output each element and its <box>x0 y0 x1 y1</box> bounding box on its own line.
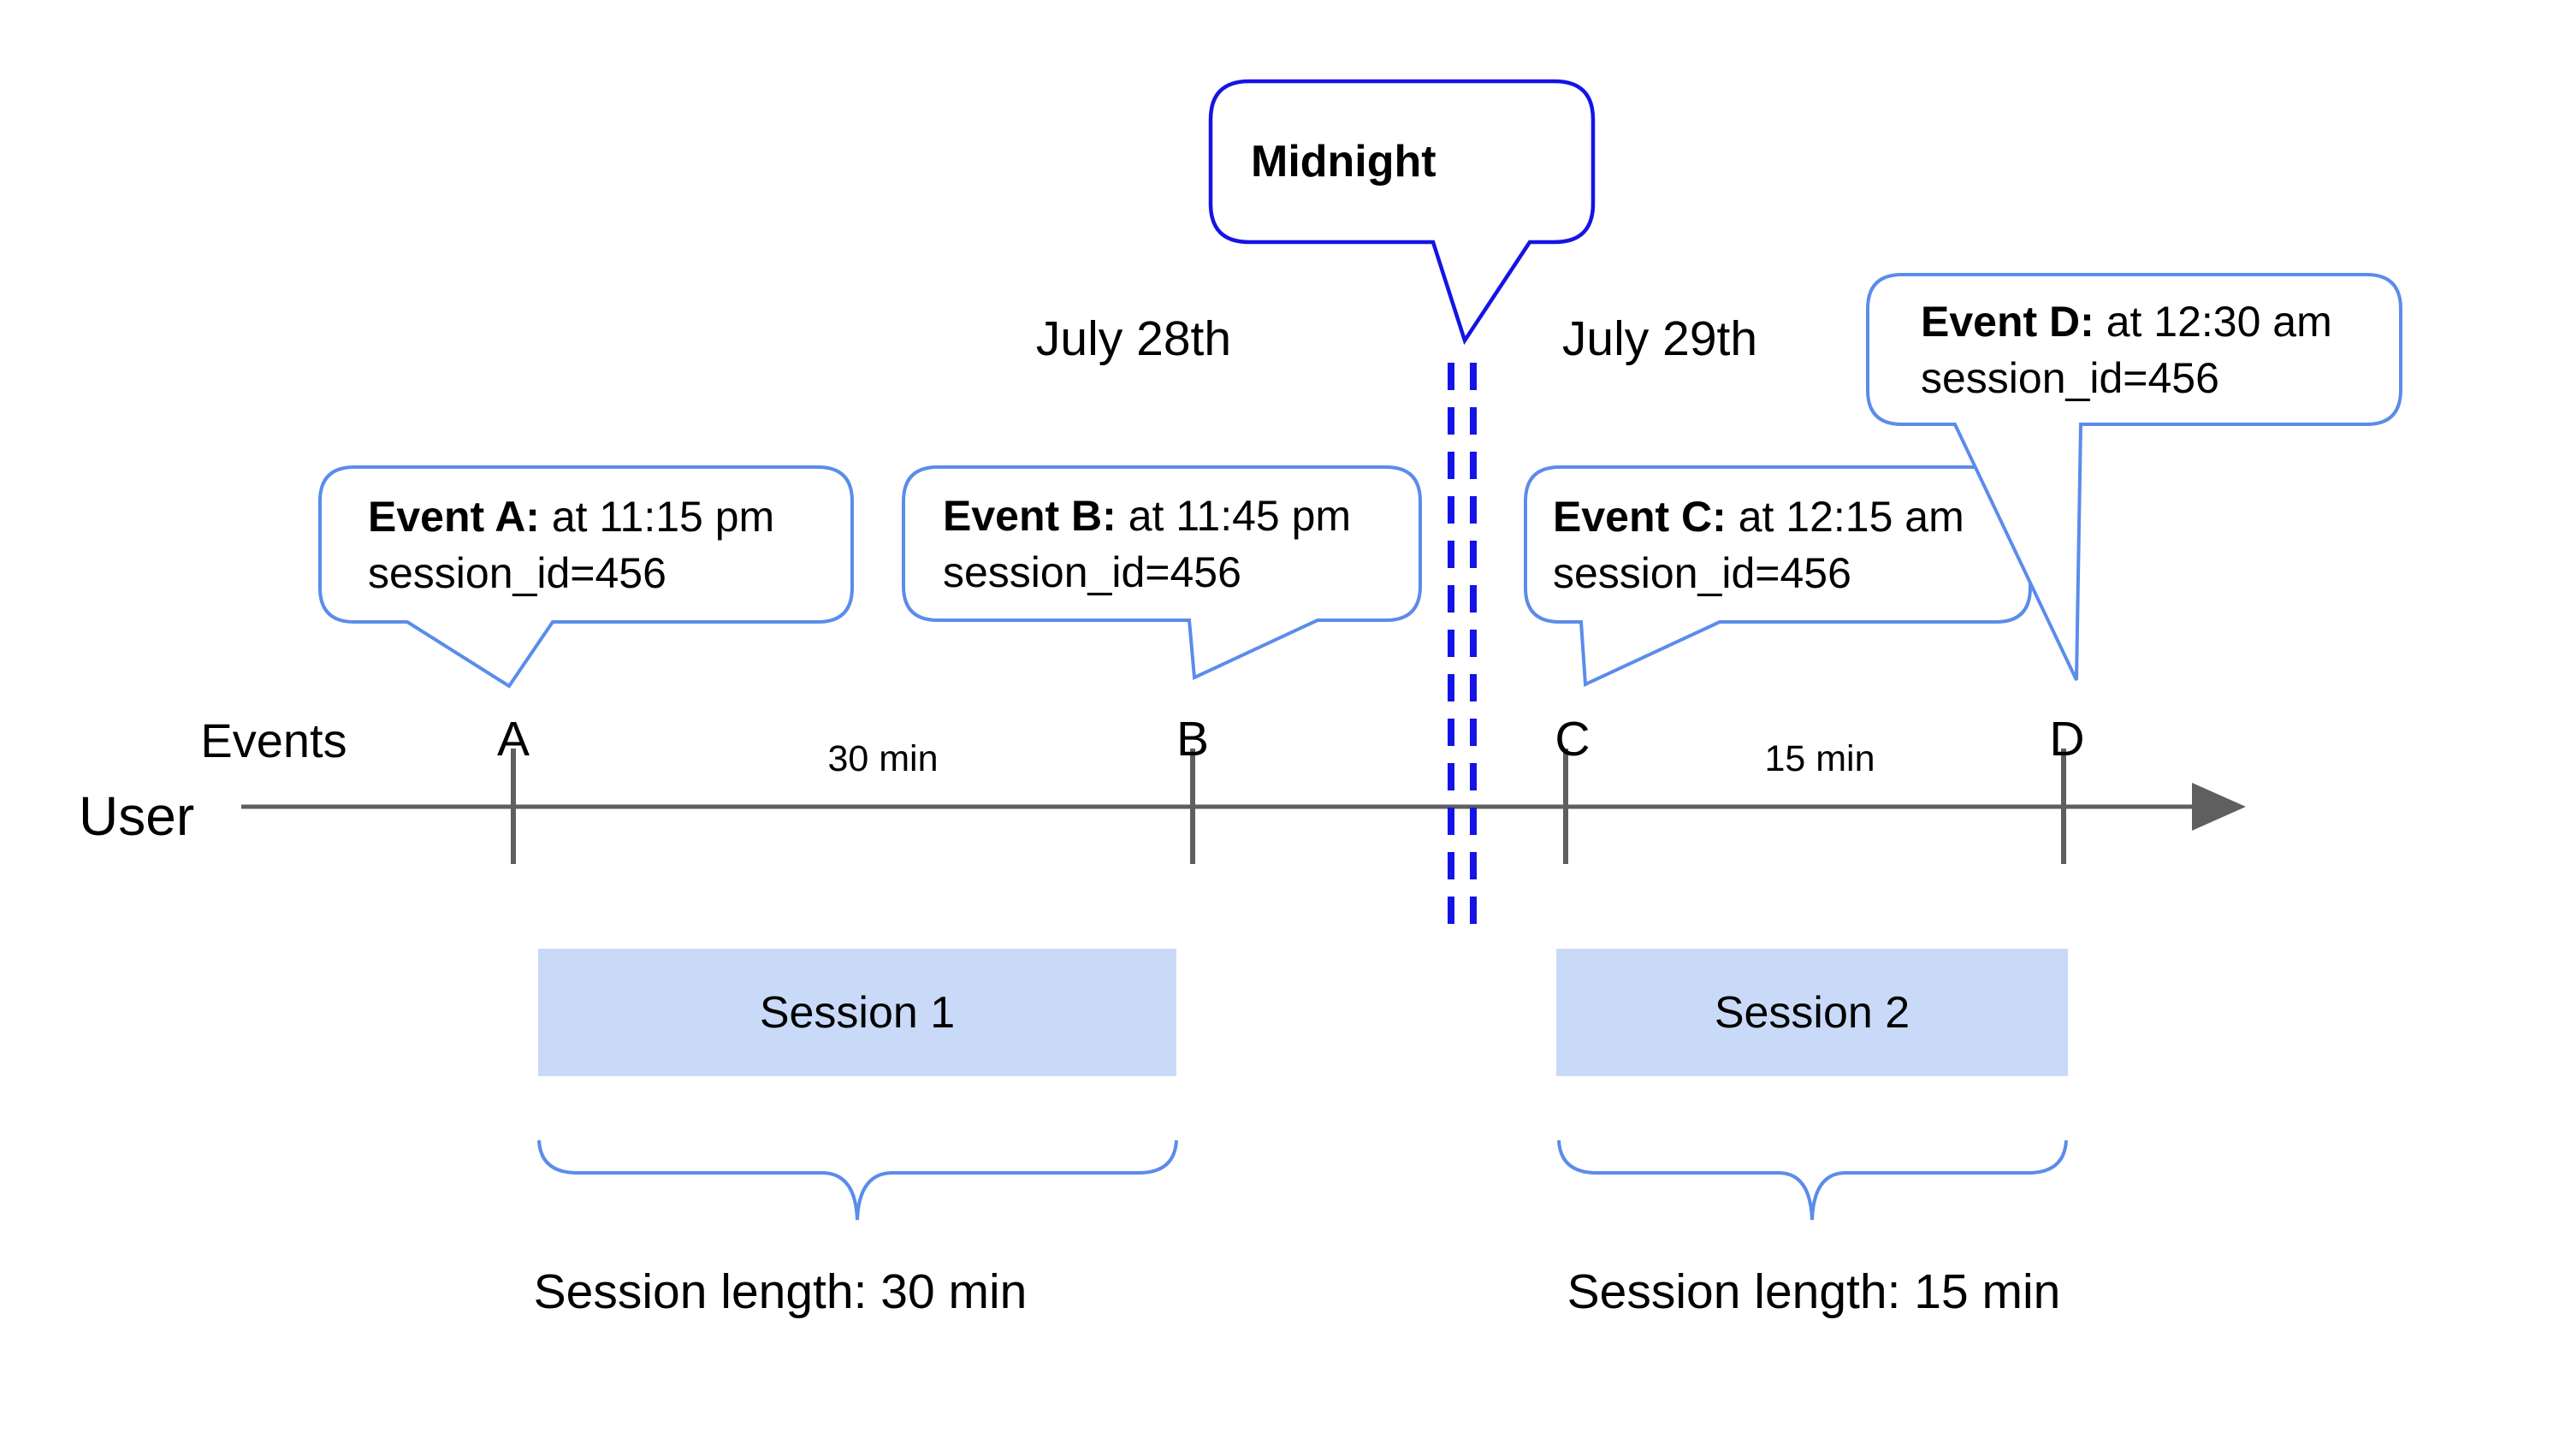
event-c-session-id: session_id=456 <box>1553 548 1851 597</box>
tick-label-c: C <box>1555 712 1590 766</box>
event-a-callout-text: Event A: at 11:15 pm session_id=456 <box>320 467 852 622</box>
date-label-july-29: July 29th <box>1561 311 1758 366</box>
session2-label: Session 2 <box>1714 987 1910 1038</box>
event-b-session-id: session_id=456 <box>943 547 1241 596</box>
midnight-callout-label: Midnight <box>1251 137 1436 186</box>
event-a-time: at 11:15 pm <box>539 492 775 541</box>
event-a-callout-bubble <box>318 465 854 689</box>
tick-label-a: A <box>496 712 530 766</box>
session2-length-label: Session length: 15 min <box>1567 1264 2061 1319</box>
event-a-line1: Event A: at 11:15 pm <box>368 488 852 545</box>
event-b-title: Event B: <box>943 491 1117 540</box>
user-row-label: User <box>79 785 195 847</box>
session1-length-label: Session length: 30 min <box>533 1264 1028 1319</box>
event-c-line1: Event C: at 12:15 am <box>1553 488 2030 545</box>
session1-label: Session 1 <box>759 987 956 1038</box>
midnight-callout-bubble <box>1208 79 1596 346</box>
event-d-line1: Event D: at 12:30 am <box>1921 293 2401 350</box>
event-b-time: at 11:45 pm <box>1116 491 1352 540</box>
event-d-session-id: session_id=456 <box>1921 353 2219 402</box>
tick-label-d: D <box>2049 712 2085 766</box>
event-b-line1: Event B: at 11:45 pm <box>943 488 1420 544</box>
event-c-title: Event C: <box>1553 492 1727 541</box>
session1-box: Session 1 <box>538 949 1176 1076</box>
event-d-callout-bubble <box>1866 273 2402 681</box>
event-d-callout-text: Event D: at 12:30 am session_id=456 <box>1868 275 2401 424</box>
event-d-time: at 12:30 am <box>2094 297 2332 346</box>
event-d-title: Event D: <box>1921 297 2094 346</box>
event-a-title: Event A: <box>368 492 540 541</box>
timeline-arrowhead-icon <box>2192 783 2246 831</box>
tick-label-b: B <box>1176 712 1210 766</box>
event-b-callout-bubble <box>902 465 1422 681</box>
session2-brace <box>1557 1139 2068 1221</box>
event-c-time: at 12:15 am <box>1726 492 1964 541</box>
session1-brace <box>537 1139 1178 1221</box>
interval-label-30min: 30 min <box>827 738 939 779</box>
event-c-callout-text: Event C: at 12:15 am session_id=456 <box>1525 467 2030 622</box>
event-a-session-id: session_id=456 <box>368 548 666 597</box>
session2-box: Session 2 <box>1556 949 2068 1076</box>
events-row-label: Events <box>200 713 347 767</box>
event-b-callout-text: Event B: at 11:45 pm session_id=456 <box>903 467 1420 620</box>
date-label-july-28: July 28th <box>1035 311 1232 366</box>
interval-label-15min: 15 min <box>1764 738 1875 779</box>
